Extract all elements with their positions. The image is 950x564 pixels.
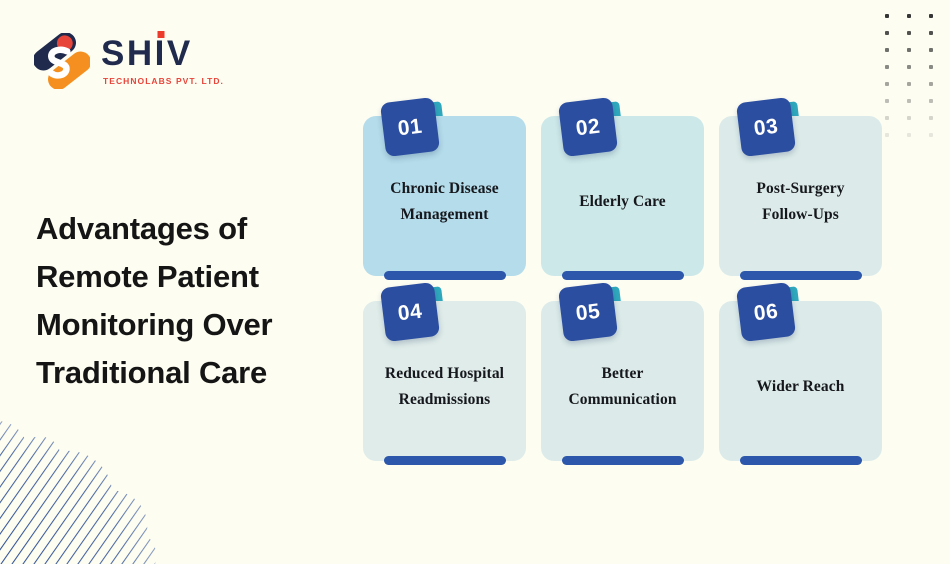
- card-number-badge: 01: [379, 96, 441, 158]
- card-title: Better Communication: [568, 365, 677, 408]
- card-number-badge: 02: [557, 96, 619, 158]
- striped-blob-decoration-icon: [0, 421, 157, 564]
- card-number: 05: [574, 299, 602, 325]
- card-number-badge: 04: [379, 281, 441, 343]
- advantage-card[interactable]: 02 Elderly Care: [541, 96, 704, 280]
- logo-tagline: TECHNOLABS PVT. LTD.: [103, 76, 224, 86]
- card-accent-bar: [561, 271, 684, 280]
- card-number-badge: 06: [735, 281, 797, 343]
- advantage-card[interactable]: 01 Chronic Disease Management: [363, 96, 526, 280]
- logo-name: SHIV: [101, 36, 224, 71]
- advantage-card[interactable]: 05 Better Communication: [541, 281, 704, 465]
- card-title: Chronic Disease Management: [390, 180, 499, 223]
- card-title: Elderly Care: [579, 193, 666, 211]
- card-number: 03: [752, 114, 780, 140]
- card-number-badge: 03: [735, 96, 797, 158]
- shiv-capsule-logo-icon: [34, 33, 90, 89]
- card-number-badge: 05: [557, 281, 619, 343]
- card-number: 04: [396, 299, 424, 325]
- brand-logo[interactable]: SHIV TECHNOLABS PVT. LTD.: [34, 33, 224, 89]
- card-accent-bar: [383, 456, 506, 465]
- page-title: Advantages of Remote Patient Monitoring …: [36, 211, 273, 391]
- card-accent-bar: [739, 271, 862, 280]
- dot-grid-decoration-icon: [876, 14, 942, 150]
- advantages-card-grid: 01 Chronic Disease Management 02 Elderly…: [363, 96, 882, 465]
- card-number: 01: [396, 114, 424, 140]
- logo-name-part2: V: [166, 34, 193, 73]
- logo-name-dotted-i: I: [154, 34, 167, 73]
- advantage-card[interactable]: 04 Reduced Hospital Readmissions: [363, 281, 526, 465]
- card-number: 02: [574, 114, 602, 140]
- card-title: Post-Surgery Follow-Ups: [756, 180, 845, 223]
- advantage-card[interactable]: 06 Wider Reach: [719, 281, 882, 465]
- card-accent-bar: [383, 271, 506, 280]
- logo-wordmark: SHIV TECHNOLABS PVT. LTD.: [101, 36, 224, 86]
- logo-name-part1: SH: [101, 34, 155, 73]
- card-title: Reduced Hospital Readmissions: [384, 365, 505, 408]
- card-accent-bar: [561, 456, 684, 465]
- card-title: Wider Reach: [756, 378, 845, 396]
- card-accent-bar: [739, 456, 862, 465]
- card-number: 06: [752, 299, 780, 325]
- advantage-card[interactable]: 03 Post-Surgery Follow-Ups: [719, 96, 882, 280]
